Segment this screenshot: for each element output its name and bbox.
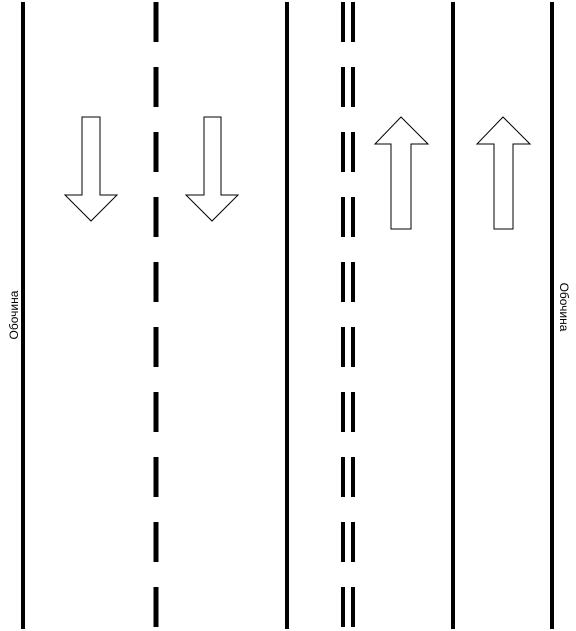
down-arrow-icon [184,116,240,222]
up-arrow-icon [373,116,430,230]
up-arrow-icon [475,116,532,230]
down-arrow-icon [63,116,119,222]
shoulder-right-label: Обочина [557,283,571,332]
shoulder-left-label: Обочина [7,290,21,339]
